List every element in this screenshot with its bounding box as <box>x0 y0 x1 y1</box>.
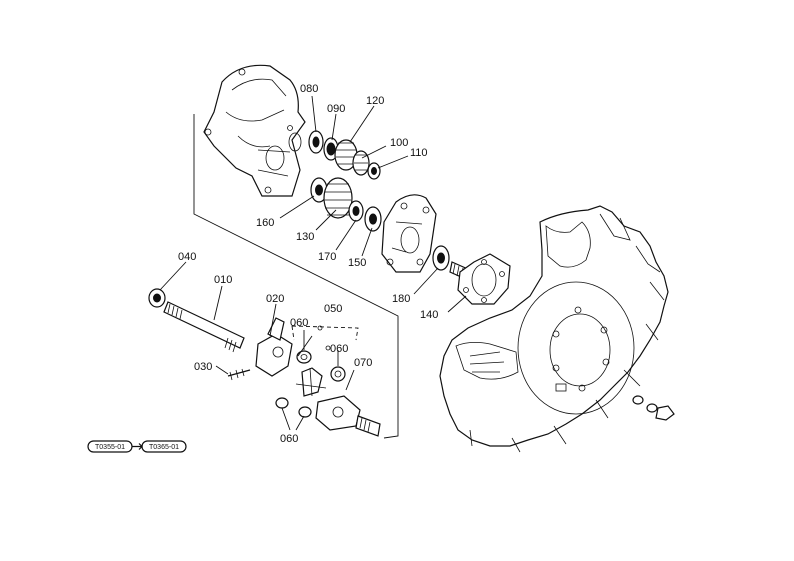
wheel-flange <box>457 253 517 329</box>
reference-to-text: T0365-01 <box>149 444 179 451</box>
callout-010[interactable]: 010 <box>214 274 232 286</box>
assembly-frame <box>193 114 399 439</box>
reference-navigation: T0355-01 T0365-01 <box>87 440 187 453</box>
lug-wheel <box>439 205 675 453</box>
callout-060-lower[interactable]: 060 <box>280 433 298 445</box>
leader-lines <box>159 95 467 431</box>
reference-from-text: T0355-01 <box>95 444 125 451</box>
callout-180[interactable]: 180 <box>392 293 410 305</box>
callout-160[interactable]: 160 <box>256 217 274 229</box>
arrow-right-icon <box>132 443 143 450</box>
callout-040[interactable]: 040 <box>178 251 196 263</box>
gear-housing <box>203 64 306 197</box>
callout-130[interactable]: 130 <box>296 231 314 243</box>
callout-110[interactable]: 110 <box>410 147 428 159</box>
upper-gear-stack <box>308 130 381 180</box>
callout-140[interactable]: 140 <box>420 309 438 321</box>
cover-plate <box>381 194 437 273</box>
callout-100[interactable]: 100 <box>390 137 408 149</box>
lower-gear-stack <box>310 177 382 232</box>
callout-060-right[interactable]: 060 <box>330 343 348 355</box>
callout-labels: 080 090 120 100 110 160 130 170 150 180 … <box>178 83 438 445</box>
callout-030[interactable]: 030 <box>194 361 212 373</box>
callout-120[interactable]: 120 <box>366 95 384 107</box>
reference-tag-to[interactable] <box>141 440 187 453</box>
callout-080[interactable]: 080 <box>300 83 318 95</box>
output-shaft <box>432 245 471 281</box>
callout-020[interactable]: 020 <box>266 293 284 305</box>
callout-090[interactable]: 090 <box>327 103 345 115</box>
universal-joint <box>227 317 381 437</box>
drive-shaft <box>148 288 245 353</box>
callout-070[interactable]: 070 <box>354 357 372 369</box>
callout-150[interactable]: 150 <box>348 257 366 269</box>
callout-170[interactable]: 170 <box>318 251 336 263</box>
callout-060-upper[interactable]: 060 <box>290 317 308 329</box>
callout-050[interactable]: 050 <box>324 303 342 315</box>
